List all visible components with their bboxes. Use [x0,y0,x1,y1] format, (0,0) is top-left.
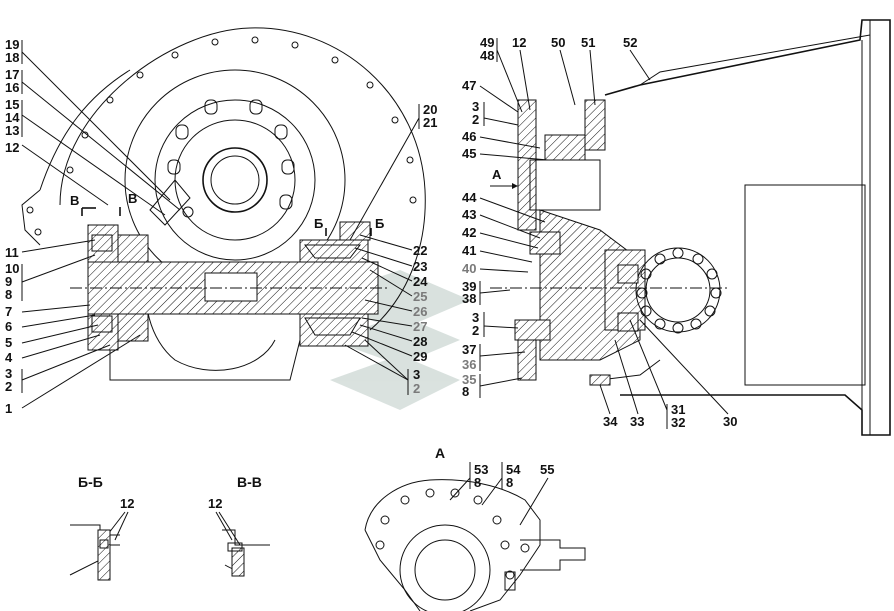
svg-text:55: 55 [540,462,554,477]
svg-text:20: 20 [423,102,437,117]
svg-text:А: А [492,167,502,182]
svg-text:12: 12 [512,35,526,50]
roller-elements [636,247,722,334]
svg-text:4: 4 [5,350,13,365]
svg-text:43: 43 [462,207,476,222]
svg-text:40: 40 [462,261,476,276]
svg-text:54: 54 [506,462,521,477]
svg-text:25: 25 [413,289,427,304]
svg-text:16: 16 [5,80,19,95]
svg-text:34: 34 [603,414,618,429]
svg-text:42: 42 [462,225,476,240]
detail-section-bb: Б-Б 12 [69,474,134,581]
svg-text:12: 12 [208,496,222,511]
flange-bolt-holes [26,36,417,236]
svg-text:48: 48 [480,48,494,63]
detail-a-bolt-holes [375,488,530,580]
svg-text:27: 27 [413,319,427,334]
svg-text:2: 2 [5,379,12,394]
svg-text:19: 19 [5,37,19,52]
left-view-callouts: 19 18 17 16 15 14 13 12 11 10 9 8 7 6 5 … [5,37,181,416]
svg-text:2: 2 [472,112,479,127]
svg-text:11: 11 [5,245,19,260]
svg-text:38: 38 [462,291,476,306]
right-view-callouts-bottom: 34 33 31 32 30 [599,319,737,430]
svg-text:51: 51 [581,35,595,50]
left-view-callouts-right: 20 21 22 23 24 25 26 27 28 29 3 2 [344,102,437,396]
svg-text:21: 21 [423,115,437,130]
svg-text:9: 9 [5,274,12,289]
svg-text:26: 26 [413,304,427,319]
svg-text:15: 15 [5,97,19,112]
svg-text:49: 49 [480,35,494,50]
svg-text:13: 13 [5,123,19,138]
svg-text:35: 35 [462,372,476,387]
svg-text:8: 8 [506,475,513,490]
svg-text:А: А [435,445,445,461]
svg-text:12: 12 [120,496,134,511]
svg-text:3: 3 [5,366,12,381]
gear-teeth [167,99,295,210]
detail-section-vv: В-В 12 [208,474,270,577]
section-marks-left: В В Б Б [70,191,384,236]
svg-text:8: 8 [5,287,12,302]
svg-text:7: 7 [5,304,12,319]
svg-text:46: 46 [462,129,476,144]
svg-text:В: В [128,191,137,206]
svg-text:33: 33 [630,414,644,429]
svg-text:44: 44 [462,190,477,205]
svg-text:37: 37 [462,342,476,357]
svg-text:3: 3 [472,99,479,114]
svg-text:50: 50 [551,35,565,50]
svg-text:28: 28 [413,334,427,349]
svg-text:8: 8 [474,475,481,490]
svg-text:30: 30 [723,414,737,429]
svg-text:Б: Б [375,216,384,231]
svg-text:32: 32 [671,415,685,430]
svg-text:8: 8 [462,384,469,399]
svg-text:Б-Б: Б-Б [78,474,103,490]
svg-text:10: 10 [5,261,19,276]
svg-text:23: 23 [413,259,427,274]
right-axle-view: А 49 48 12 50 51 52 47 3 2 46 [462,19,891,436]
svg-text:В: В [70,193,79,208]
svg-text:24: 24 [413,274,428,289]
svg-text:53: 53 [474,462,488,477]
left-gearbox-view: В В Б Б 19 18 17 16 15 14 13 12 11 10 9 … [5,27,437,416]
right-view-callouts-top: 49 48 12 50 51 52 [480,35,651,113]
svg-text:36: 36 [462,357,476,372]
svg-text:31: 31 [671,402,685,417]
svg-text:29: 29 [413,349,427,364]
svg-text:14: 14 [5,110,20,125]
view-arrow-a: А [490,167,518,189]
svg-text:2: 2 [472,323,479,338]
watermark-logo [310,270,470,410]
svg-text:18: 18 [5,50,19,65]
svg-text:22: 22 [413,243,427,258]
svg-text:1: 1 [5,401,12,416]
svg-text:В-В: В-В [237,474,262,490]
svg-text:3: 3 [472,310,479,325]
svg-text:45: 45 [462,146,476,161]
detail-view-a: А 53 8 54 8 55 [364,445,586,611]
svg-text:47: 47 [462,78,476,93]
svg-text:39: 39 [462,279,476,294]
svg-text:6: 6 [5,319,12,334]
svg-text:5: 5 [5,335,12,350]
svg-text:12: 12 [5,140,19,155]
svg-text:41: 41 [462,243,476,258]
svg-text:Б: Б [314,216,323,231]
svg-text:2: 2 [413,381,420,396]
svg-text:3: 3 [413,367,420,382]
svg-text:52: 52 [623,35,637,50]
svg-text:17: 17 [5,67,19,82]
right-view-callouts-left: 47 3 2 46 45 44 43 42 41 40 39 38 3 2 [462,78,549,399]
